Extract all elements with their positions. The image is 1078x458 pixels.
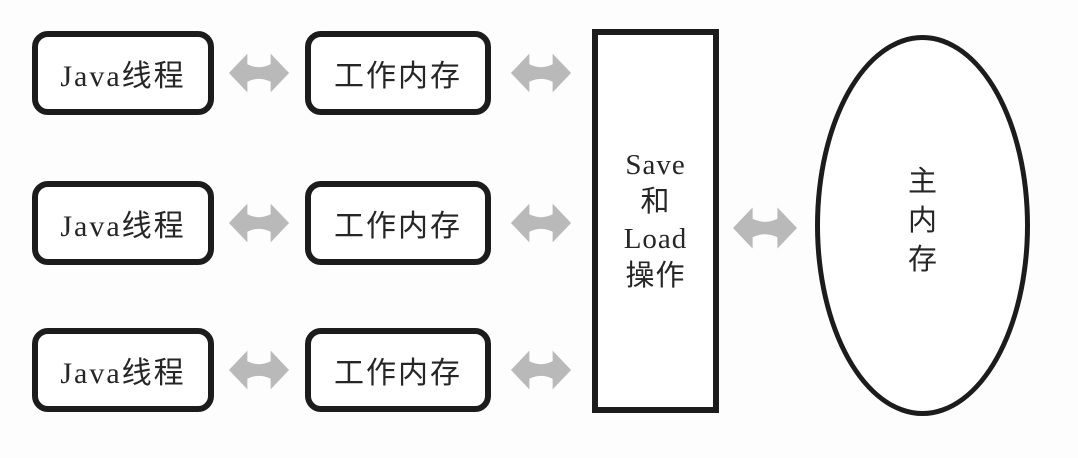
- double-arrow-icon: [733, 207, 797, 249]
- working-memory-label: 工作内存: [334, 210, 462, 243]
- save-load-line: 操作: [625, 260, 686, 292]
- java-thread-box: Java线程: [32, 328, 214, 412]
- main-memory-char: 内: [907, 205, 937, 237]
- double-arrow-icon: [228, 350, 290, 390]
- working-memory-label: 工作内存: [334, 60, 462, 93]
- main-memory-ellipse: 主 内 存: [815, 35, 1030, 416]
- save-load-line: Load: [623, 223, 688, 255]
- java-thread-box: Java线程: [32, 181, 214, 265]
- main-memory-char: 存: [907, 244, 937, 276]
- working-memory-box: 工作内存: [305, 181, 491, 265]
- double-arrow-icon: [510, 53, 572, 93]
- double-arrow-icon: [228, 53, 290, 93]
- working-memory-box: 工作内存: [305, 31, 491, 115]
- double-arrow-icon: [510, 203, 572, 243]
- java-thread-label: Java线程: [60, 210, 186, 243]
- java-thread-label: Java线程: [60, 60, 186, 93]
- main-memory-char: 主: [907, 166, 937, 198]
- save-load-line: 和: [640, 186, 671, 218]
- double-arrow-icon: [228, 203, 290, 243]
- java-thread-label: Java线程: [60, 357, 186, 390]
- working-memory-label: 工作内存: [334, 357, 462, 390]
- working-memory-box: 工作内存: [305, 328, 491, 412]
- java-thread-box: Java线程: [32, 31, 214, 115]
- save-load-box: Save 和 Load 操作: [592, 29, 719, 413]
- double-arrow-icon: [510, 350, 572, 390]
- save-load-line: Save: [625, 149, 686, 181]
